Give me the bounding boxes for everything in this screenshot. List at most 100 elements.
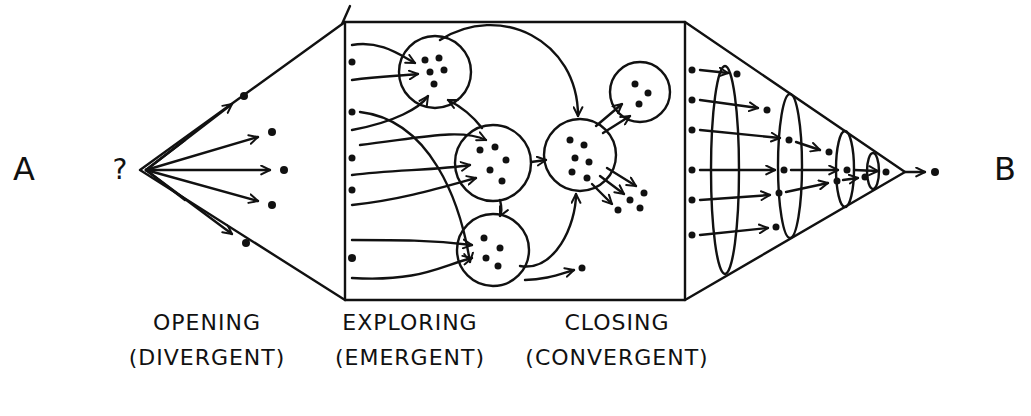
cluster-circle bbox=[544, 119, 616, 191]
opening-triangle bbox=[140, 22, 345, 300]
dot bbox=[645, 90, 652, 97]
dot bbox=[584, 175, 591, 182]
flow-arrow bbox=[352, 44, 415, 63]
fan-stroke bbox=[146, 170, 185, 200]
cluster-circle bbox=[610, 62, 670, 122]
point-label: A bbox=[13, 144, 35, 195]
flow-arrow bbox=[352, 74, 418, 80]
phase-label: OPENING (DIVERGENT) bbox=[129, 305, 286, 375]
cluster-circle bbox=[399, 36, 471, 108]
point-label: ? bbox=[113, 148, 128, 193]
dot bbox=[240, 92, 248, 100]
flow-arrow bbox=[352, 96, 428, 130]
converge-arrow bbox=[700, 130, 780, 138]
dot bbox=[689, 127, 696, 134]
outline-overshoot bbox=[342, 6, 350, 24]
dot bbox=[441, 67, 448, 74]
dot bbox=[431, 81, 438, 88]
dot bbox=[632, 81, 639, 88]
convergence-ellipse bbox=[836, 131, 854, 207]
dot bbox=[579, 265, 586, 272]
fan-arrow bbox=[146, 169, 270, 171]
converge-arrow bbox=[700, 100, 758, 108]
dot bbox=[569, 169, 576, 176]
converge-arrow bbox=[700, 195, 770, 200]
dot bbox=[495, 263, 502, 270]
dot bbox=[826, 149, 833, 156]
fan-arrow bbox=[146, 170, 258, 201]
dot bbox=[499, 178, 506, 185]
fan-arrow bbox=[146, 137, 258, 170]
cluster-circle bbox=[457, 214, 529, 286]
dot bbox=[422, 57, 429, 64]
dot bbox=[348, 254, 356, 262]
dot bbox=[349, 109, 356, 116]
dot bbox=[268, 201, 276, 209]
convergence-ellipse bbox=[778, 94, 802, 238]
dot bbox=[581, 142, 588, 149]
converge-arrow bbox=[854, 170, 878, 171]
dot bbox=[483, 255, 490, 262]
dot bbox=[786, 137, 793, 144]
dot bbox=[883, 169, 890, 176]
dot bbox=[734, 71, 741, 78]
dot bbox=[689, 67, 696, 74]
cluster-circle bbox=[455, 125, 531, 201]
dot bbox=[862, 174, 869, 181]
dot bbox=[481, 235, 488, 242]
dot bbox=[689, 197, 696, 204]
dot bbox=[492, 144, 499, 151]
flow-arrow bbox=[600, 176, 624, 194]
dot bbox=[781, 167, 788, 174]
flow-arrow bbox=[352, 165, 470, 175]
dot bbox=[487, 167, 494, 174]
flow-arrow bbox=[352, 258, 472, 279]
dot bbox=[641, 190, 648, 197]
dot bbox=[497, 245, 504, 252]
dot bbox=[567, 137, 574, 144]
converge-arrow bbox=[796, 142, 820, 150]
dot bbox=[689, 167, 696, 174]
converge-arrow bbox=[843, 178, 858, 180]
dot bbox=[280, 166, 288, 174]
dot bbox=[689, 97, 696, 104]
dot bbox=[349, 187, 356, 194]
dot bbox=[268, 128, 276, 136]
closing-triangle bbox=[685, 22, 905, 300]
flow-arrow bbox=[525, 270, 574, 280]
dot bbox=[636, 101, 643, 108]
dot bbox=[776, 190, 783, 197]
converge-arrow bbox=[786, 183, 828, 192]
dot bbox=[834, 178, 841, 185]
dot bbox=[503, 157, 510, 164]
dot bbox=[764, 107, 771, 114]
flow-arrow bbox=[352, 240, 472, 245]
dot bbox=[637, 205, 644, 212]
dot bbox=[349, 59, 356, 66]
dot bbox=[931, 168, 939, 176]
dot bbox=[427, 69, 434, 76]
fan-stroke bbox=[146, 140, 185, 170]
dot bbox=[844, 167, 851, 174]
converge-arrow bbox=[700, 70, 728, 73]
dot bbox=[436, 55, 443, 62]
dot bbox=[349, 155, 356, 162]
fan-arrow bbox=[146, 104, 232, 170]
phase-label: EXPLORING (EMERGENT) bbox=[335, 305, 485, 375]
point-label: B bbox=[994, 144, 1016, 195]
exploring-box bbox=[345, 22, 685, 300]
dot bbox=[689, 232, 696, 239]
converge-arrow bbox=[905, 171, 925, 173]
dot bbox=[572, 155, 579, 162]
converge-arrow bbox=[791, 169, 838, 171]
dot bbox=[242, 239, 250, 247]
dot bbox=[773, 224, 780, 231]
dot bbox=[627, 197, 634, 204]
dot bbox=[477, 147, 484, 154]
converge-arrow bbox=[700, 169, 775, 171]
flow-arrow bbox=[440, 25, 578, 116]
dot bbox=[586, 159, 593, 166]
flow-arrow bbox=[352, 178, 476, 205]
dot bbox=[615, 207, 622, 214]
